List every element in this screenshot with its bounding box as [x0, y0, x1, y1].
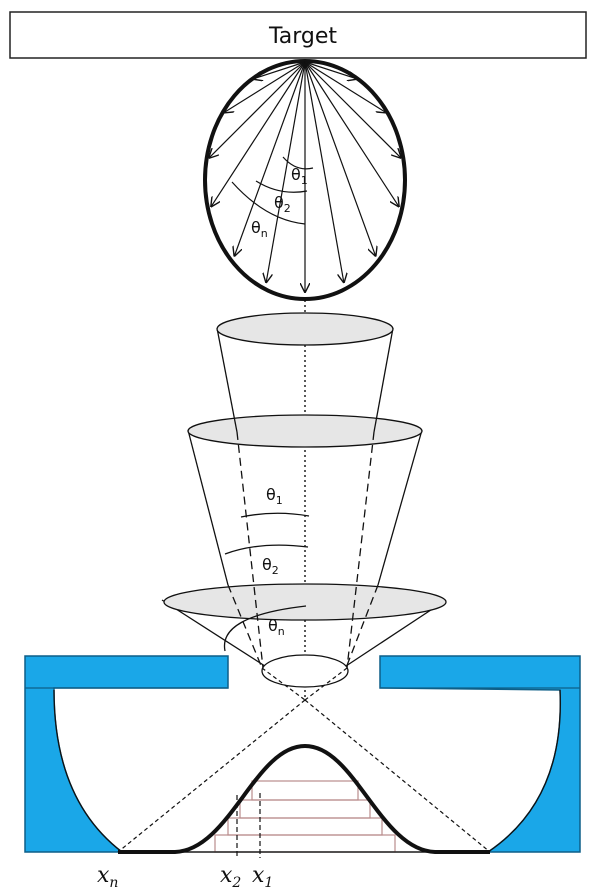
cone-middle [187, 429, 423, 669]
emission-ray [253, 61, 306, 79]
cone-ray-left [261, 667, 306, 701]
stage-right [379, 655, 581, 853]
cone-apex-ellipse [261, 654, 349, 688]
angle-label-cone-1: θ1 [266, 485, 283, 507]
angle-label-top-n: θn [251, 218, 268, 240]
cone-ellipse-outer [163, 583, 447, 621]
cone-outer [161, 599, 447, 669]
deposition-step [214, 834, 396, 853]
chamber-bowl [53, 689, 561, 853]
emission-ray [304, 61, 399, 206]
position-label-x1: x1 [252, 863, 273, 891]
deposition-profile [118, 743, 490, 854]
position-label-x2: x2 [220, 863, 241, 891]
emission-ray [304, 61, 344, 282]
emission-ray [304, 61, 401, 158]
emission-ray [304, 61, 357, 79]
stage-left [24, 655, 229, 853]
cone-ellipse-inner [216, 312, 394, 346]
deposition-steps [214, 780, 396, 853]
emission-ray [235, 61, 306, 256]
emission-ray [211, 61, 306, 206]
emission-ray [304, 61, 386, 112]
cone-ellipse-middle [187, 414, 423, 448]
target-box [9, 11, 587, 59]
angle-label-cone-2: θ2 [262, 555, 279, 577]
deposition-step [227, 817, 383, 836]
emission-rays [209, 61, 401, 292]
emission-ray [304, 61, 376, 256]
angle-arc-top-2 [255, 180, 308, 193]
angle-arc-top-1 [282, 156, 314, 170]
cone-ray-right [304, 667, 348, 701]
projection-line-right [304, 699, 491, 853]
angle-label-top-2: θ2 [274, 193, 291, 215]
angle-label-cone-n: θn [268, 616, 285, 638]
angle-arc-cone-2 [224, 544, 309, 555]
angle-label-top-1: θ1 [291, 165, 308, 187]
emission-ray [266, 61, 306, 282]
projection-line-left [117, 699, 306, 853]
target-label: Target [268, 24, 337, 49]
position-label-xn: xn [97, 863, 118, 891]
deposition-step [251, 780, 359, 801]
angle-arc-cone-n [223, 605, 307, 652]
emission-ray [224, 61, 306, 112]
emission-ray [209, 61, 306, 158]
cone-inner [216, 327, 394, 669]
angle-arc-cone-1 [240, 512, 310, 518]
angle-arc-top-n [231, 181, 306, 225]
